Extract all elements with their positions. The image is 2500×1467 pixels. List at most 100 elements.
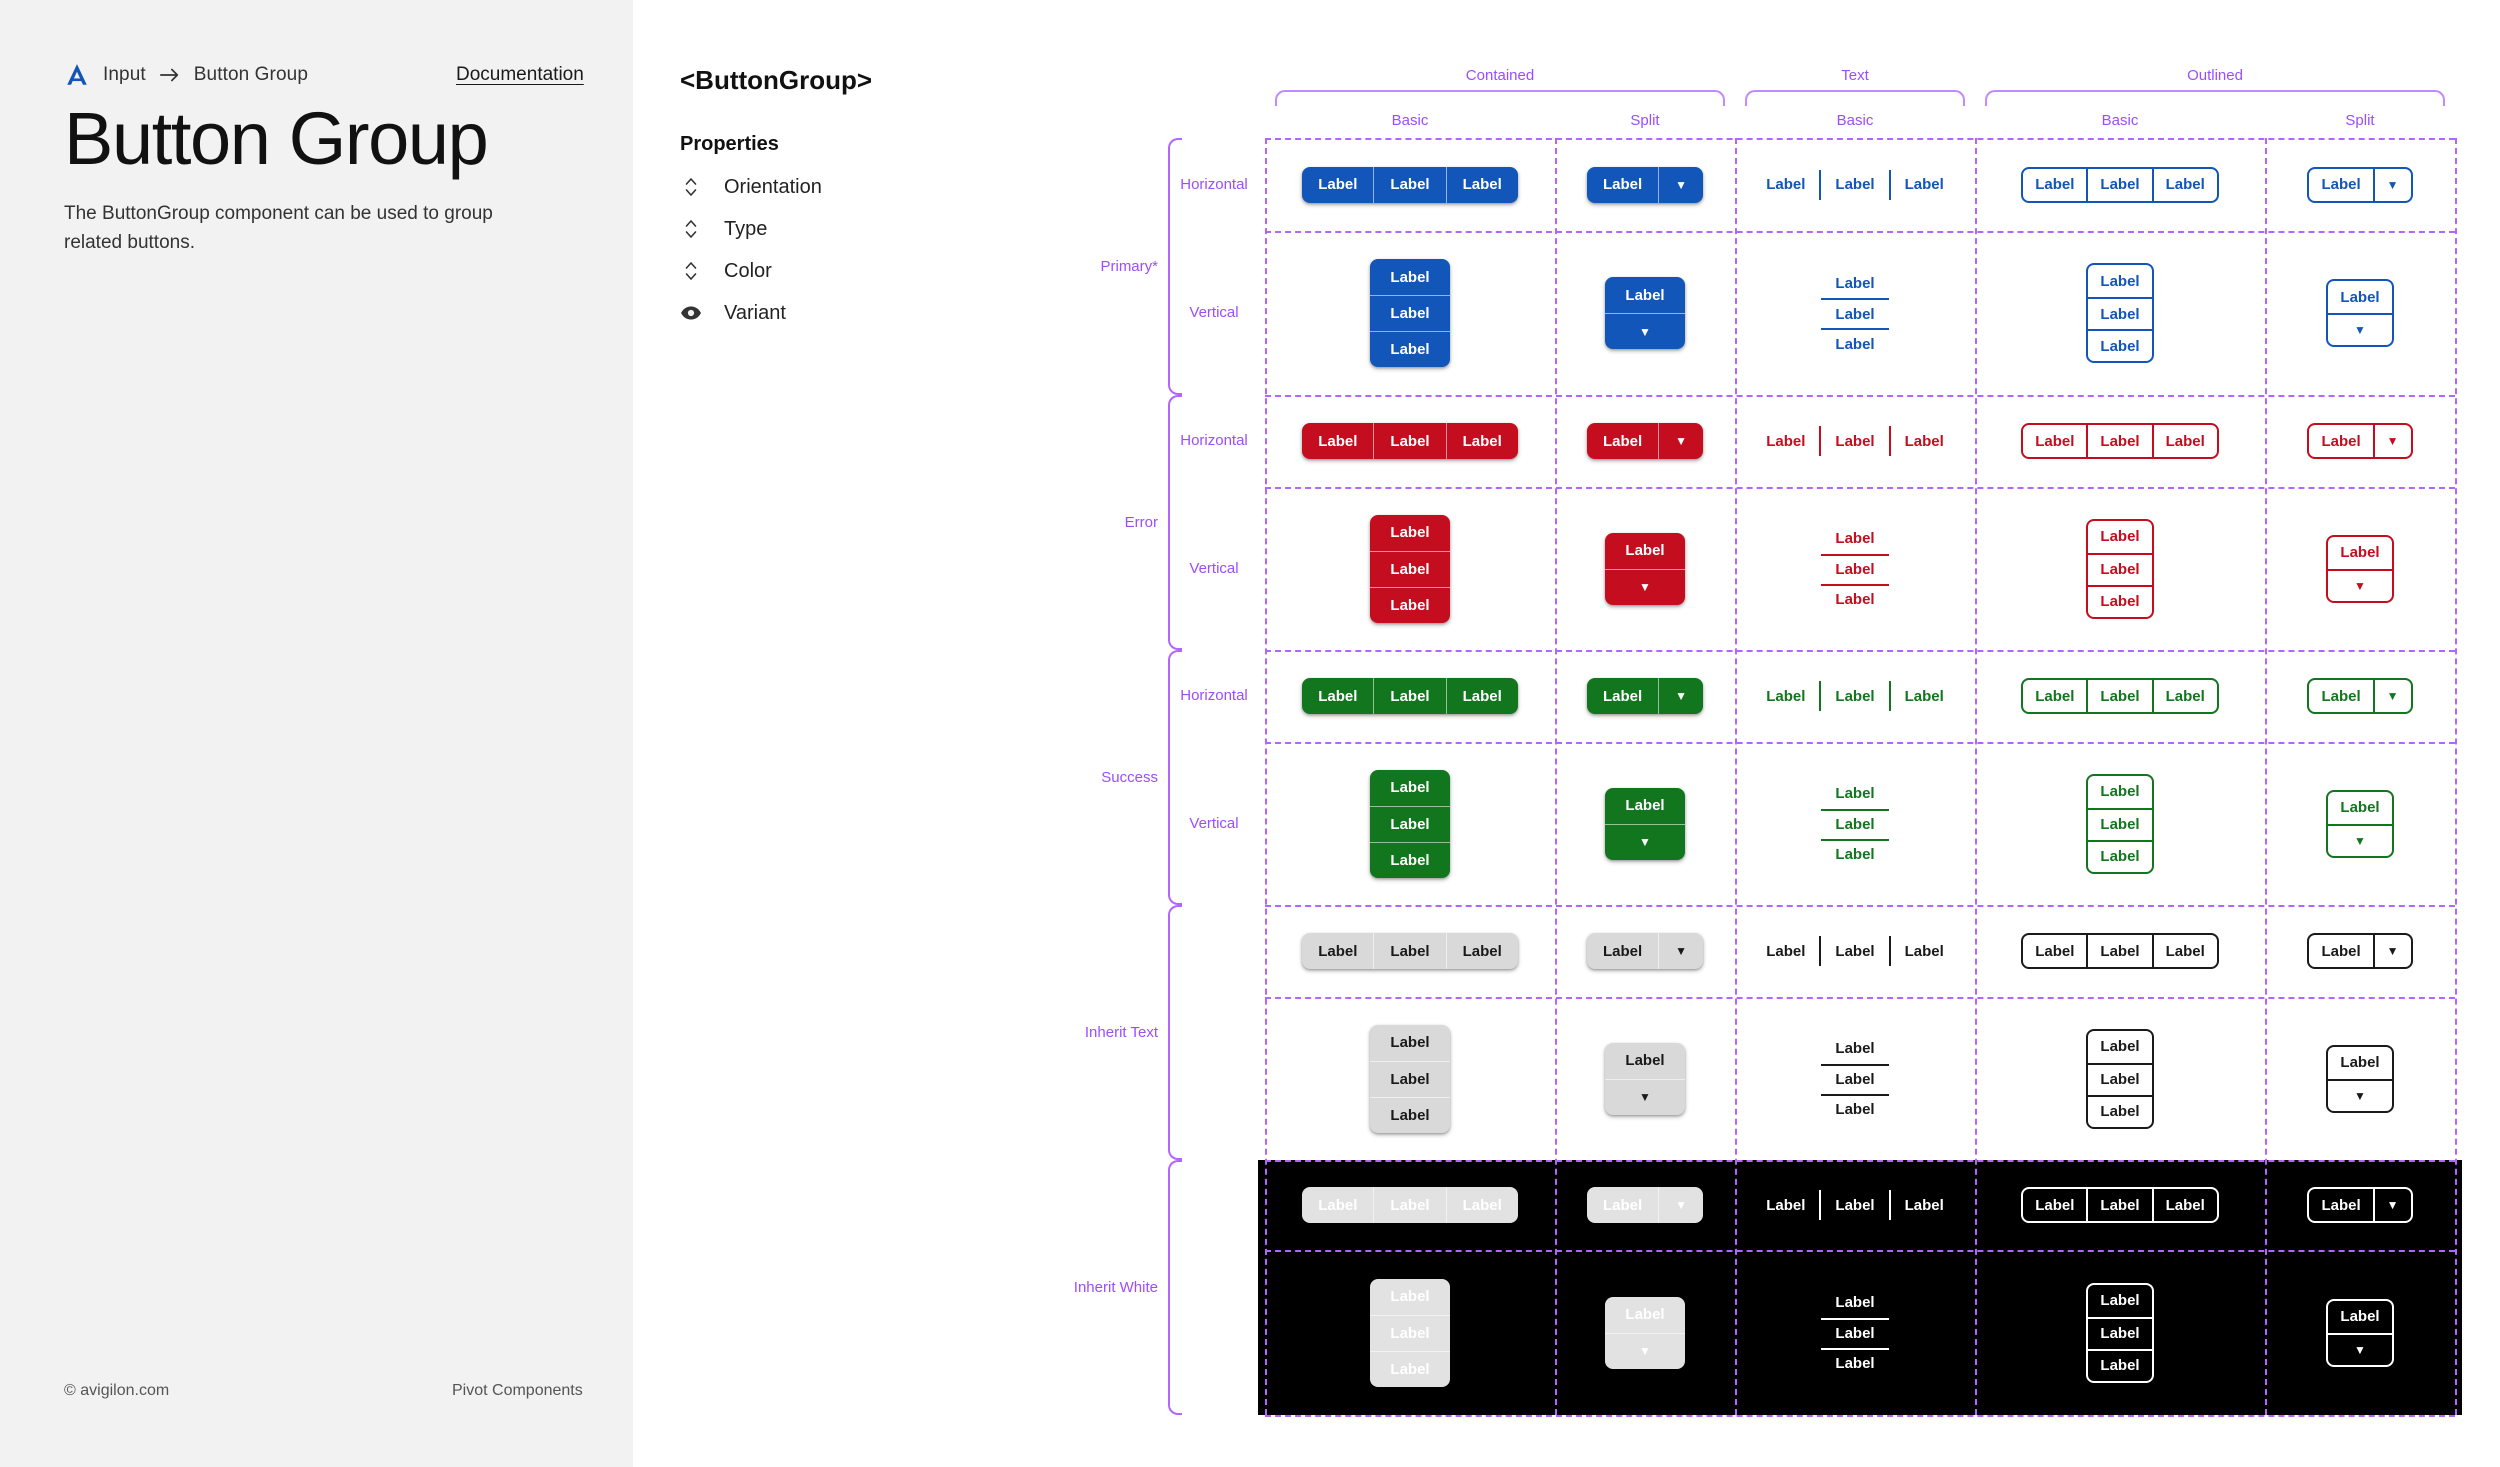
group-button[interactable]: Label [2086, 168, 2151, 201]
group-button[interactable]: Label [1766, 176, 1806, 193]
group-button[interactable]: Label [2035, 687, 2075, 705]
group-button[interactable]: Label [2088, 839, 2152, 872]
group-button[interactable]: Label [1821, 1317, 1889, 1348]
button-group-contained-split-vertical[interactable]: Label ▼ [1605, 532, 1685, 605]
group-button[interactable]: Label [2151, 935, 2217, 967]
group-button[interactable]: Label [2100, 1038, 2140, 1055]
button-group-contained-split-horizontal[interactable]: Label▼ [1586, 933, 1704, 969]
group-button[interactable]: Label [1821, 583, 1889, 614]
group-button[interactable]: Label [1373, 678, 1445, 714]
button-group-contained-split-vertical[interactable]: Label ▼ [1605, 787, 1685, 860]
group-button[interactable]: Label [2088, 329, 2152, 361]
group-button[interactable]: Label [2151, 425, 2217, 457]
property-row-orientation[interactable]: Orientation [680, 174, 822, 200]
group-button[interactable]: Label [1835, 785, 1875, 802]
group-button[interactable]: Label [2100, 528, 2140, 545]
dropdown-caret-button[interactable]: ▼ [2328, 568, 2392, 601]
group-button[interactable]: Label [1625, 1306, 1665, 1323]
group-button[interactable]: Label [1835, 1040, 1875, 1057]
group-button[interactable]: Label [1370, 331, 1450, 367]
group-button[interactable]: Label [2088, 1316, 2152, 1349]
dropdown-caret-button[interactable]: ▼ [1605, 568, 1685, 605]
group-button[interactable]: Label [1819, 169, 1888, 200]
button-group-outlined-split-vertical[interactable]: Label ▼ [2326, 534, 2394, 603]
group-button[interactable]: Label [1390, 268, 1430, 286]
dropdown-caret-button[interactable]: ▼ [1605, 313, 1685, 349]
group-button[interactable]: Label [2340, 1308, 2380, 1325]
group-button[interactable]: Label [1318, 1196, 1358, 1214]
group-button[interactable]: Label [2100, 272, 2140, 290]
group-button[interactable]: Label [2086, 425, 2151, 457]
group-button[interactable]: Label [2086, 680, 2151, 712]
group-button[interactable]: Label [1819, 426, 1888, 456]
group-button[interactable]: Label [1370, 841, 1450, 878]
group-button[interactable]: Label [1602, 176, 1643, 193]
property-row-type[interactable]: Type [680, 216, 767, 242]
group-button[interactable]: Label [1625, 542, 1665, 559]
group-button[interactable]: Label [1445, 423, 1518, 459]
group-button[interactable]: Label [2340, 544, 2380, 561]
group-button[interactable]: Label [1888, 681, 1958, 711]
button-group-contained-split-horizontal[interactable]: Label▼ [1586, 678, 1704, 714]
dropdown-caret-button[interactable]: ▼ [1605, 823, 1685, 860]
group-button[interactable]: Label [2100, 783, 2140, 800]
button-group-contained-split-vertical[interactable]: Label▼ [1605, 1296, 1685, 1369]
group-button[interactable]: Label [2035, 1196, 2075, 1214]
dropdown-caret-button[interactable]: ▼ [2328, 313, 2392, 345]
property-row-color[interactable]: Color [680, 258, 772, 284]
group-button[interactable]: Label [1318, 432, 1358, 450]
group-button[interactable]: Label [2035, 432, 2075, 450]
group-button[interactable]: Label [1373, 423, 1445, 459]
group-button[interactable]: Label [1373, 166, 1445, 203]
group-button[interactable]: Label [1625, 797, 1665, 814]
group-button[interactable]: Label [2321, 687, 2361, 705]
group-button[interactable]: Label [1766, 687, 1806, 705]
group-button[interactable]: Label [1821, 808, 1889, 839]
group-button[interactable]: Label [2088, 807, 2152, 840]
button-group-outlined-split-vertical[interactable]: Label▼ [2326, 789, 2394, 858]
group-button[interactable]: Label [1819, 681, 1888, 711]
group-button[interactable]: Label [1370, 805, 1450, 842]
dropdown-caret-button[interactable]: ▼ [2372, 680, 2411, 712]
breadcrumb-root[interactable]: Input [103, 64, 146, 85]
button-group-outlined-split-horizontal[interactable]: Label ▼ [2307, 678, 2413, 714]
group-button[interactable]: Label [1370, 1096, 1450, 1133]
documentation-link[interactable]: Documentation [456, 64, 584, 85]
group-button[interactable]: Label [1370, 1060, 1450, 1097]
group-button[interactable]: Label [2088, 1348, 2152, 1381]
group-button[interactable]: Label [2088, 297, 2152, 329]
group-button[interactable]: Label [1602, 687, 1643, 705]
group-button[interactable]: Label [2321, 176, 2361, 193]
group-button[interactable]: Label [1373, 933, 1445, 969]
group-button[interactable]: Label [1370, 1314, 1450, 1351]
group-button[interactable]: Label [1821, 328, 1889, 358]
group-button[interactable]: Label [1602, 1196, 1643, 1214]
group-button[interactable]: Label [1766, 432, 1806, 450]
group-button[interactable]: Label [1888, 426, 1958, 456]
group-button[interactable]: Label [2100, 1292, 2140, 1309]
group-button[interactable]: Label [1318, 942, 1358, 960]
button-group-outlined-split-horizontal[interactable]: Label▼ [2307, 166, 2413, 203]
dropdown-caret-button[interactable]: ▼ [1658, 933, 1703, 969]
group-button[interactable]: Label [2321, 432, 2361, 450]
group-button[interactable]: Label [1821, 838, 1889, 869]
group-button[interactable]: Label [1445, 678, 1518, 714]
group-button[interactable]: Label [1390, 524, 1430, 541]
